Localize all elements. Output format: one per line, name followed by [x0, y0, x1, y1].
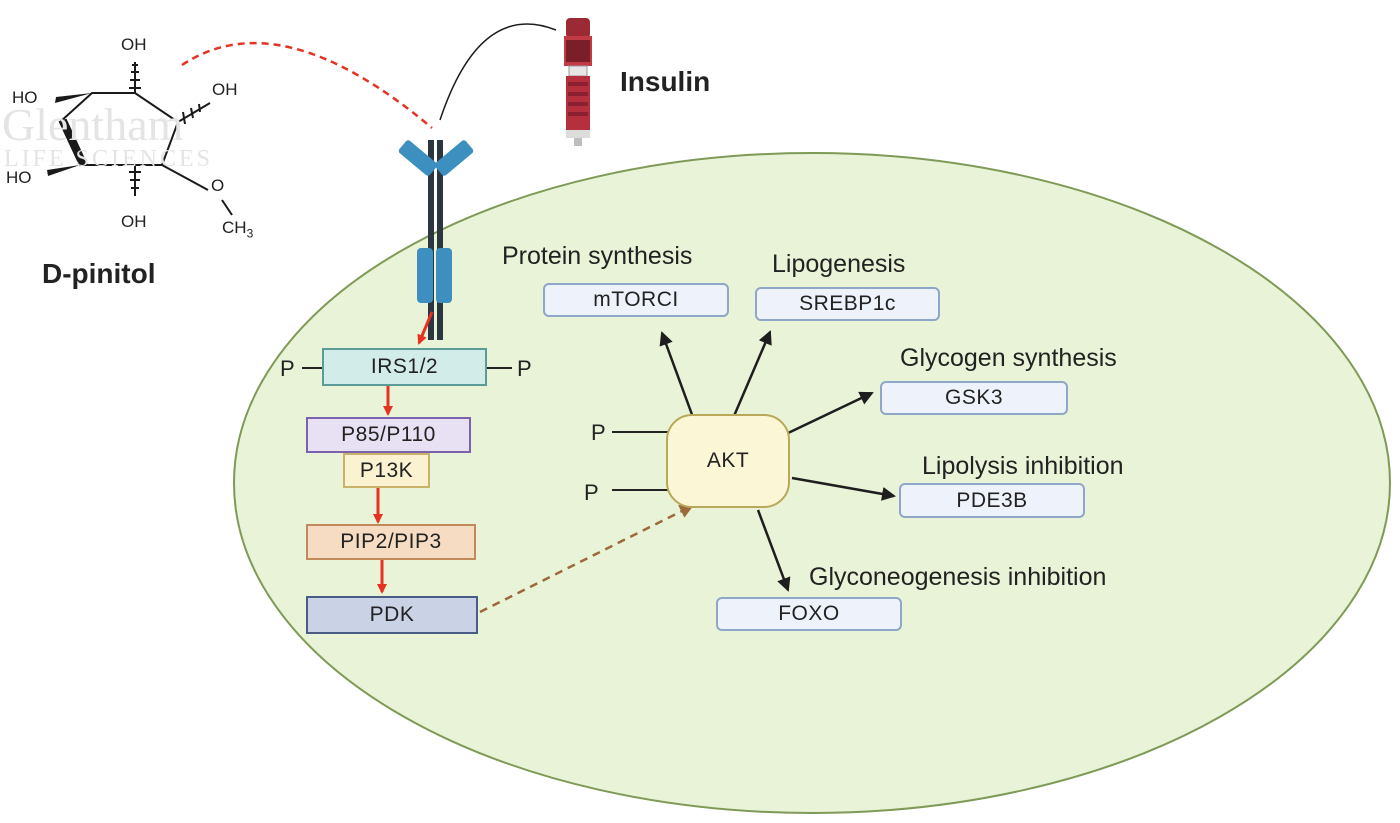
insulin-receptor-link	[439, 23, 557, 121]
ho-left-top: HO	[12, 88, 38, 107]
arrow-akt-mtorci	[659, 331, 696, 421]
insulin-receptor	[398, 140, 474, 340]
pip-box: PIP2/PIP3	[306, 524, 476, 560]
ho-left-bottom: HO	[6, 168, 32, 187]
process-lipogenesis: Lipogenesis	[772, 250, 906, 278]
arrow-akt-gsk3	[785, 391, 874, 436]
d-pinitol-structure	[58, 62, 233, 216]
target-srebp1c: SREBP1c	[755, 287, 940, 321]
methoxy-o: O	[211, 176, 225, 195]
pdk-box: PDK	[306, 596, 478, 634]
wedge-bond-lower	[47, 165, 80, 176]
methyl-ch: CH3	[222, 218, 254, 241]
hashed-bonds	[129, 64, 201, 189]
arrow-pdk-akt	[479, 504, 694, 614]
insulin-pen	[564, 18, 592, 146]
pi3k-box: P13K	[343, 453, 430, 488]
cell-ellipse	[233, 152, 1391, 814]
insulin-label: Insulin	[620, 66, 711, 97]
process-protein-synthesis: Protein synthesis	[502, 242, 693, 270]
d-pinitol-label: D-pinitol	[42, 258, 156, 289]
watermark-line1: Glentham	[2, 99, 184, 150]
oh-bottom: OH	[121, 212, 147, 231]
target-foxo: FOXO	[716, 597, 902, 631]
pinitol-receptor-link	[181, 41, 433, 129]
process-glyconeogenesis-inhibition: Glyconeogenesis inhibition	[809, 563, 1107, 591]
p85-box: P85/P110	[306, 417, 471, 453]
target-pde3b: PDE3B	[899, 483, 1085, 518]
arrow-akt-pde3b	[791, 476, 896, 501]
process-glycogen-synthesis: Glycogen synthesis	[900, 344, 1117, 372]
irs-phospho-right: P	[517, 356, 532, 381]
irs-phospho-left: P	[280, 356, 295, 381]
arrow-receptor-irs	[417, 311, 434, 345]
arrow-akt-srebp1c	[732, 330, 772, 417]
akt-node: AKT	[666, 414, 790, 508]
oh-right: OH	[212, 80, 238, 99]
akt-phospho-top: P	[591, 420, 606, 445]
arrow-akt-foxo	[756, 509, 791, 592]
irs-box: IRS1/2	[322, 348, 487, 386]
process-lipolysis-inhibition: Lipolysis inhibition	[922, 452, 1124, 480]
akt-phospho-bottom: P	[584, 480, 599, 505]
wedge-bond-upper	[55, 93, 92, 103]
watermark-line2: LIFE SCIENCES	[4, 146, 214, 172]
oh-top: OH	[121, 35, 147, 54]
target-mtorci: mTORCI	[543, 283, 729, 317]
target-gsk3: GSK3	[880, 381, 1068, 415]
